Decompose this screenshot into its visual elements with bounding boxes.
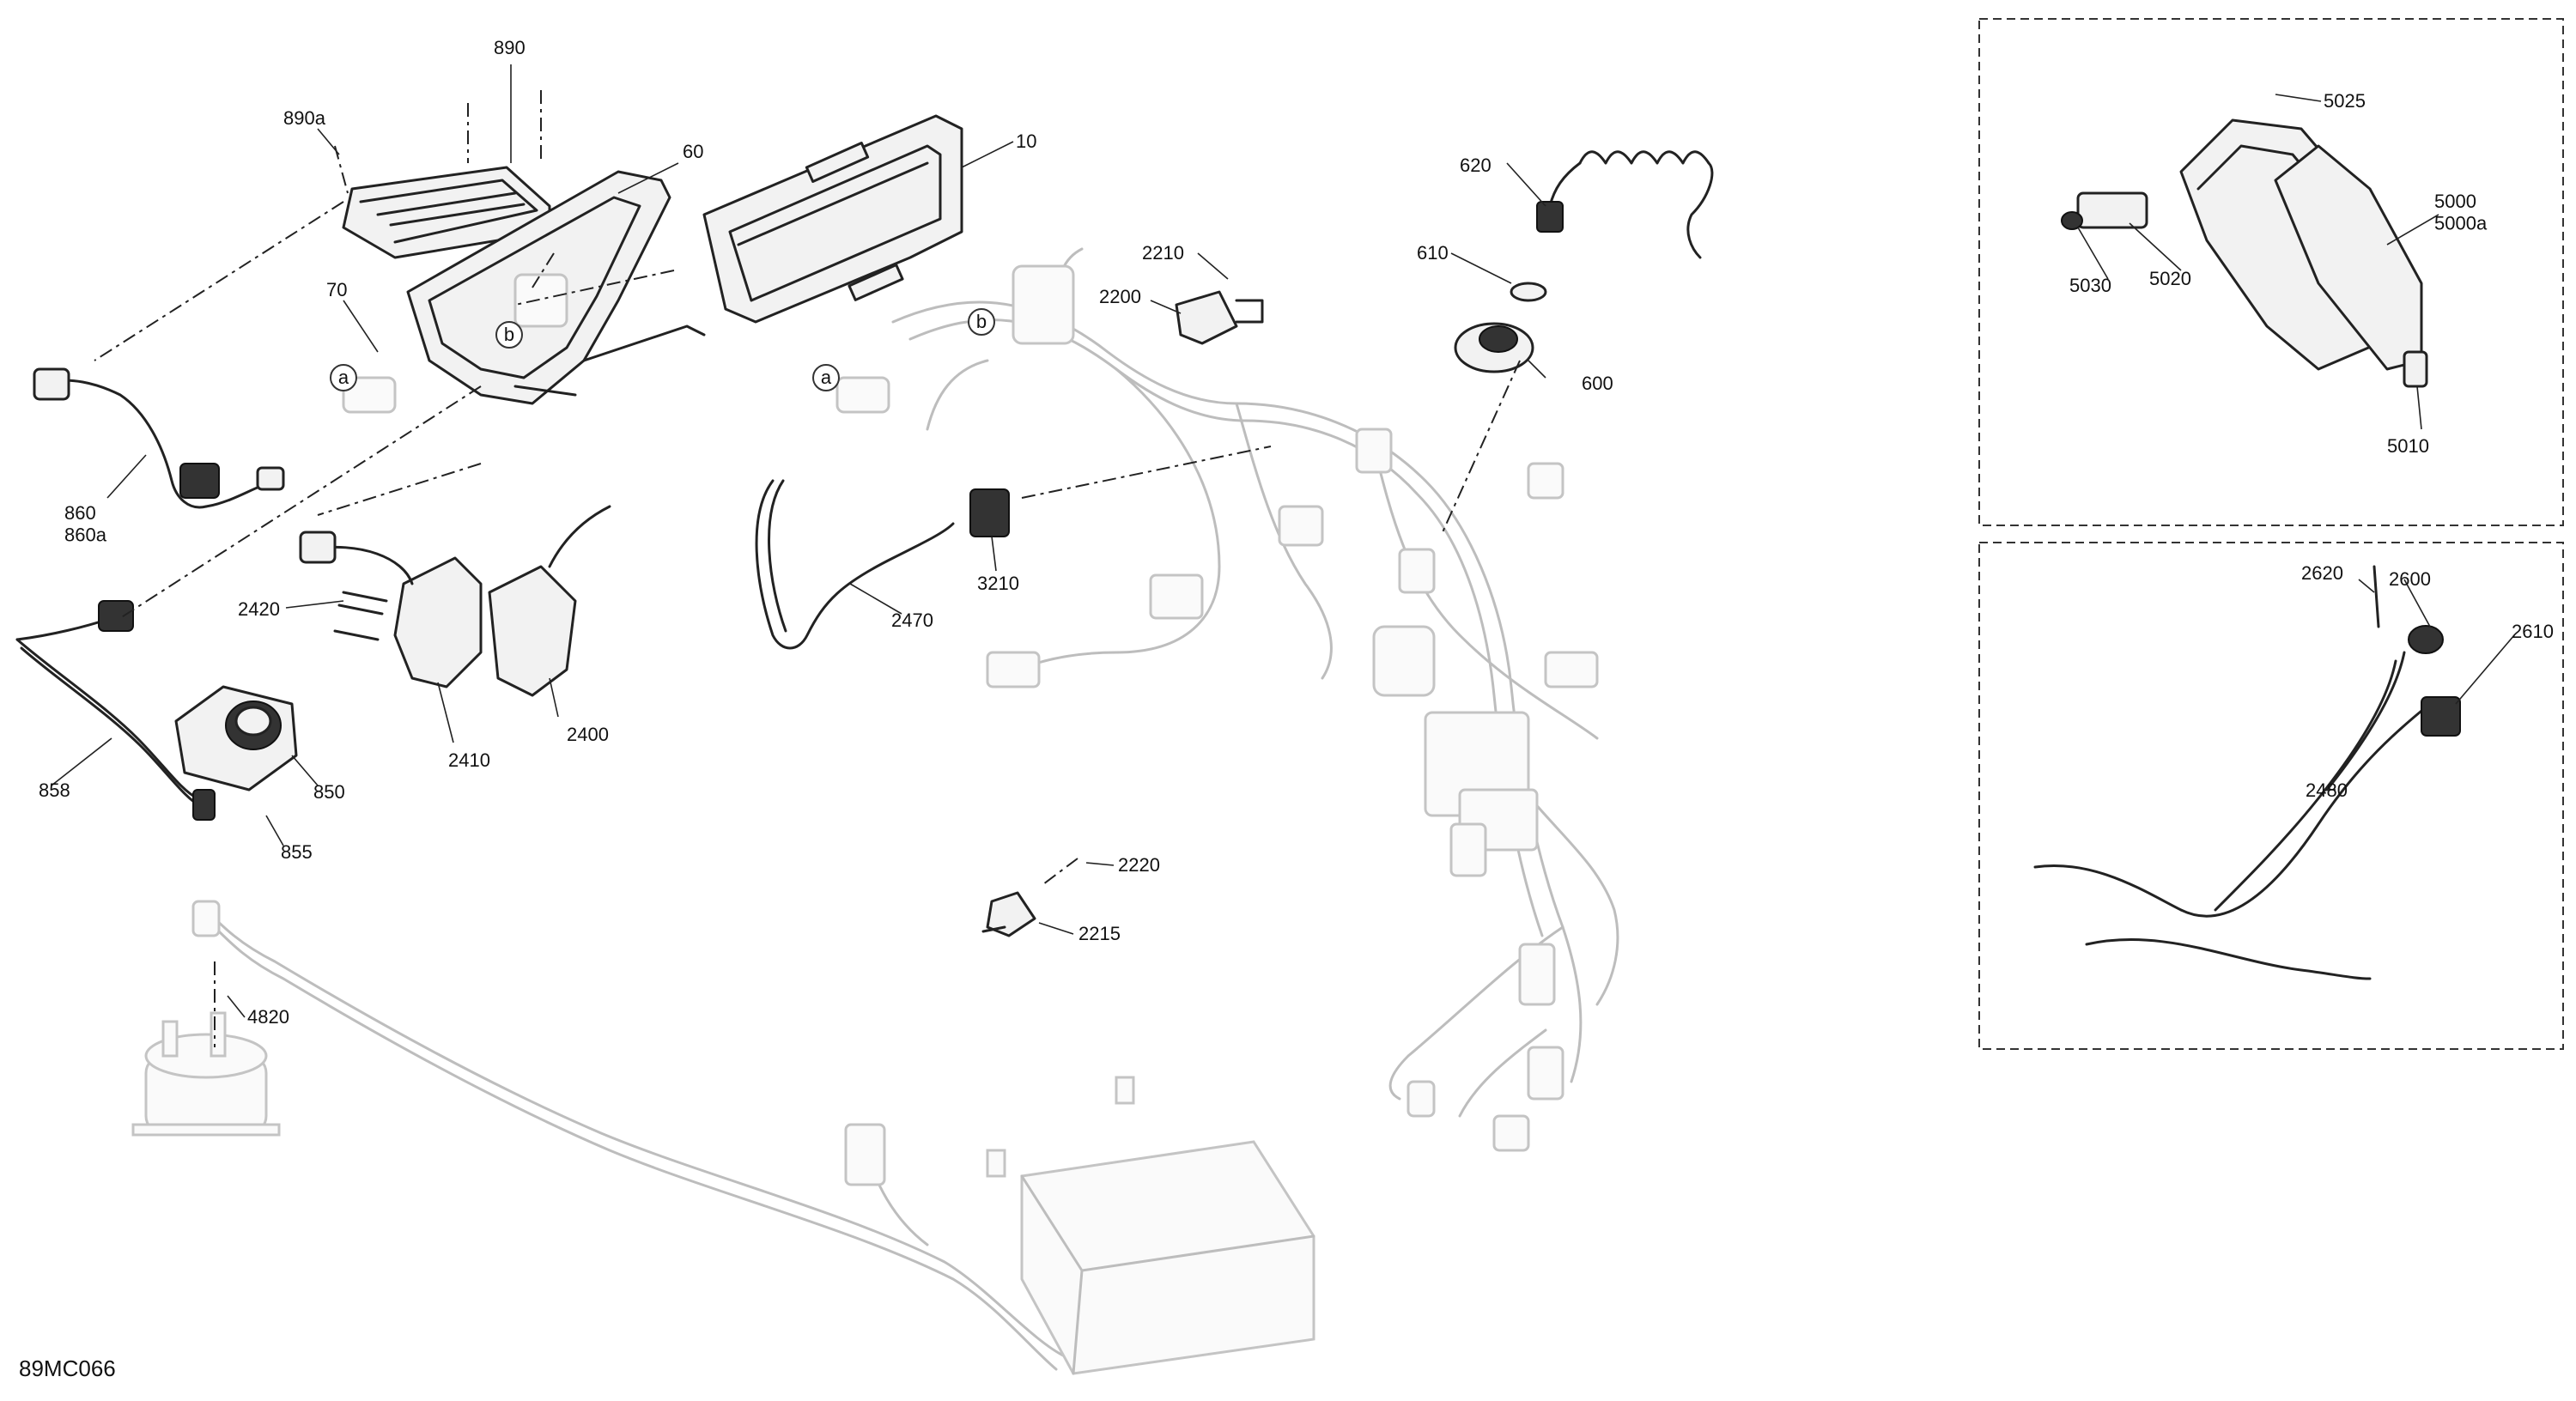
part-label-5020: 5020 [2149,268,2191,289]
part-label-2470: 2470 [891,610,933,631]
assembly-lines [94,90,1521,1047]
part-label-2480: 2480 [2306,779,2348,801]
starter-solenoid [131,1011,281,1137]
harness-858 [15,600,216,821]
part-label-2220: 2220 [1118,854,1160,876]
part-label-2400: 2400 [567,724,609,745]
part-label-4820: 4820 [247,1006,289,1028]
connector-3210 [969,488,1010,537]
callout-a-left: a [338,367,349,388]
display-cluster [702,114,963,324]
sensor-2470-hose [755,479,955,650]
part-label-3210: 3210 [977,573,1019,594]
battery [986,1076,1315,1375]
coil-cord-620 [1536,150,1714,259]
sensor-2200 [1175,290,1264,345]
cluster-cover [342,166,551,259]
part-label-5030: 5030 [2069,275,2111,296]
part-label-5025: 5025 [2324,90,2366,112]
ignition-switch-600 [1454,282,1547,373]
callout-a-right: a [821,367,832,388]
callout-b-right: b [976,311,987,332]
part-label-2420: 2420 [238,598,280,620]
switch-assembly-2400 [299,505,611,697]
part-label-70: 70 [326,279,347,300]
part-label-10: 10 [1016,130,1036,152]
part-label-600: 600 [1582,373,1613,394]
part-label-620: 620 [1460,155,1492,176]
inset-module-5000 [1978,18,2564,526]
part-label-2210: 2210 [1142,242,1184,264]
harness-860 [33,367,285,509]
part-label-2600: 2600 [2389,568,2431,590]
part-label-2620: 2620 [2301,562,2343,584]
callout-b-left: b [504,324,514,345]
ghost-connectors [342,273,890,414]
part-label-890a: 890a [283,107,326,129]
part-label-855: 855 [281,841,313,863]
inset-sensor-2600 [1978,542,2564,1050]
part-label-2200: 2200 [1099,286,1141,307]
relay-2215 [981,891,1036,937]
part-label-2410: 2410 [448,749,490,771]
part-label-2610: 2610 [2512,621,2554,642]
part-label-2215: 2215 [1078,923,1121,944]
battery-cable [191,900,1066,1371]
part-label-858: 858 [39,779,70,801]
control-module-850 [174,685,298,791]
part-label-5010: 5010 [2387,435,2429,457]
reference-callouts: a b a b [330,308,995,391]
main-wiring-harness [891,247,1619,1152]
leader-lines [51,64,2515,1018]
part-label-850: 850 [313,781,345,803]
part-label-60: 60 [683,141,703,162]
part-label-610: 610 [1417,242,1449,264]
diagram-code: 89MC066 [19,1356,116,1381]
part-label-890: 890 [494,37,526,58]
